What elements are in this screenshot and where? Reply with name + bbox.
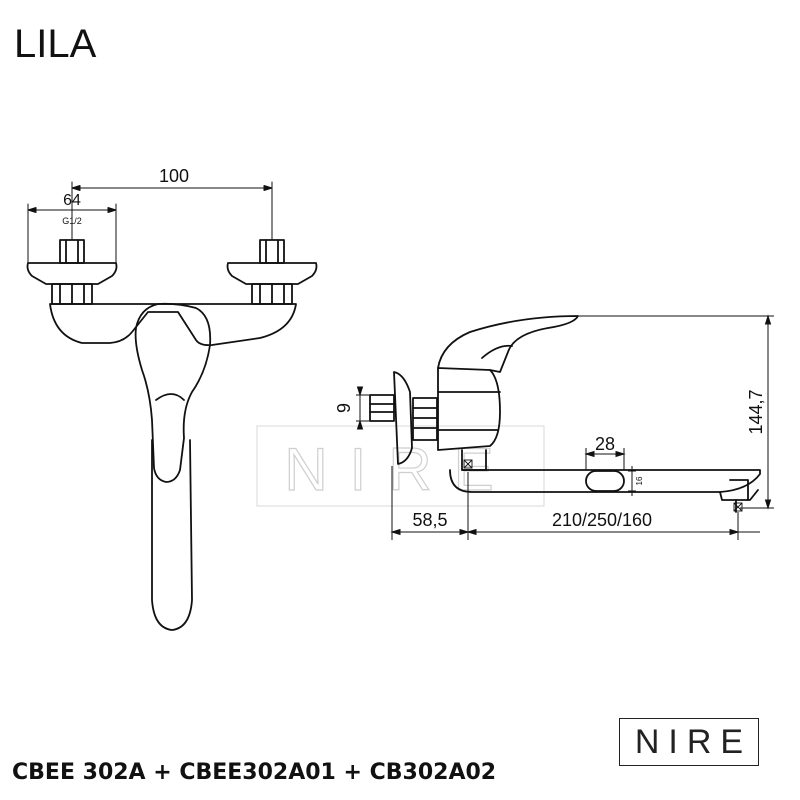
dim-28-label: 28	[595, 434, 615, 454]
dim-58-5-label: 58,5	[412, 510, 447, 530]
product-title: LILA	[14, 22, 97, 66]
watermark-text: NIRE	[284, 436, 515, 503]
dim-spout-label: 210/250/160	[552, 510, 652, 530]
side-view	[369, 315, 761, 513]
dim-100-label: 100	[159, 166, 189, 186]
cross-marks	[463, 459, 743, 512]
thread-label: G1/2	[62, 216, 82, 226]
side-dim-lines	[356, 314, 774, 540]
dim-64-label: 64	[63, 192, 81, 209]
dim-64-line	[27, 203, 117, 263]
product-codes: CBEE 302A + CBEE302A01 + CB302A02	[12, 760, 497, 785]
brand-logo-text: NIRE	[634, 722, 753, 761]
dim-height-label: 144,7	[746, 389, 766, 434]
dim-16-label: 16	[635, 476, 644, 485]
watermark: NIRE	[256, 425, 545, 507]
front-view	[26, 181, 318, 631]
dim-100-line	[71, 181, 273, 241]
brand-logo: NIRE	[619, 718, 759, 766]
dim-9-label: 9	[334, 403, 354, 413]
